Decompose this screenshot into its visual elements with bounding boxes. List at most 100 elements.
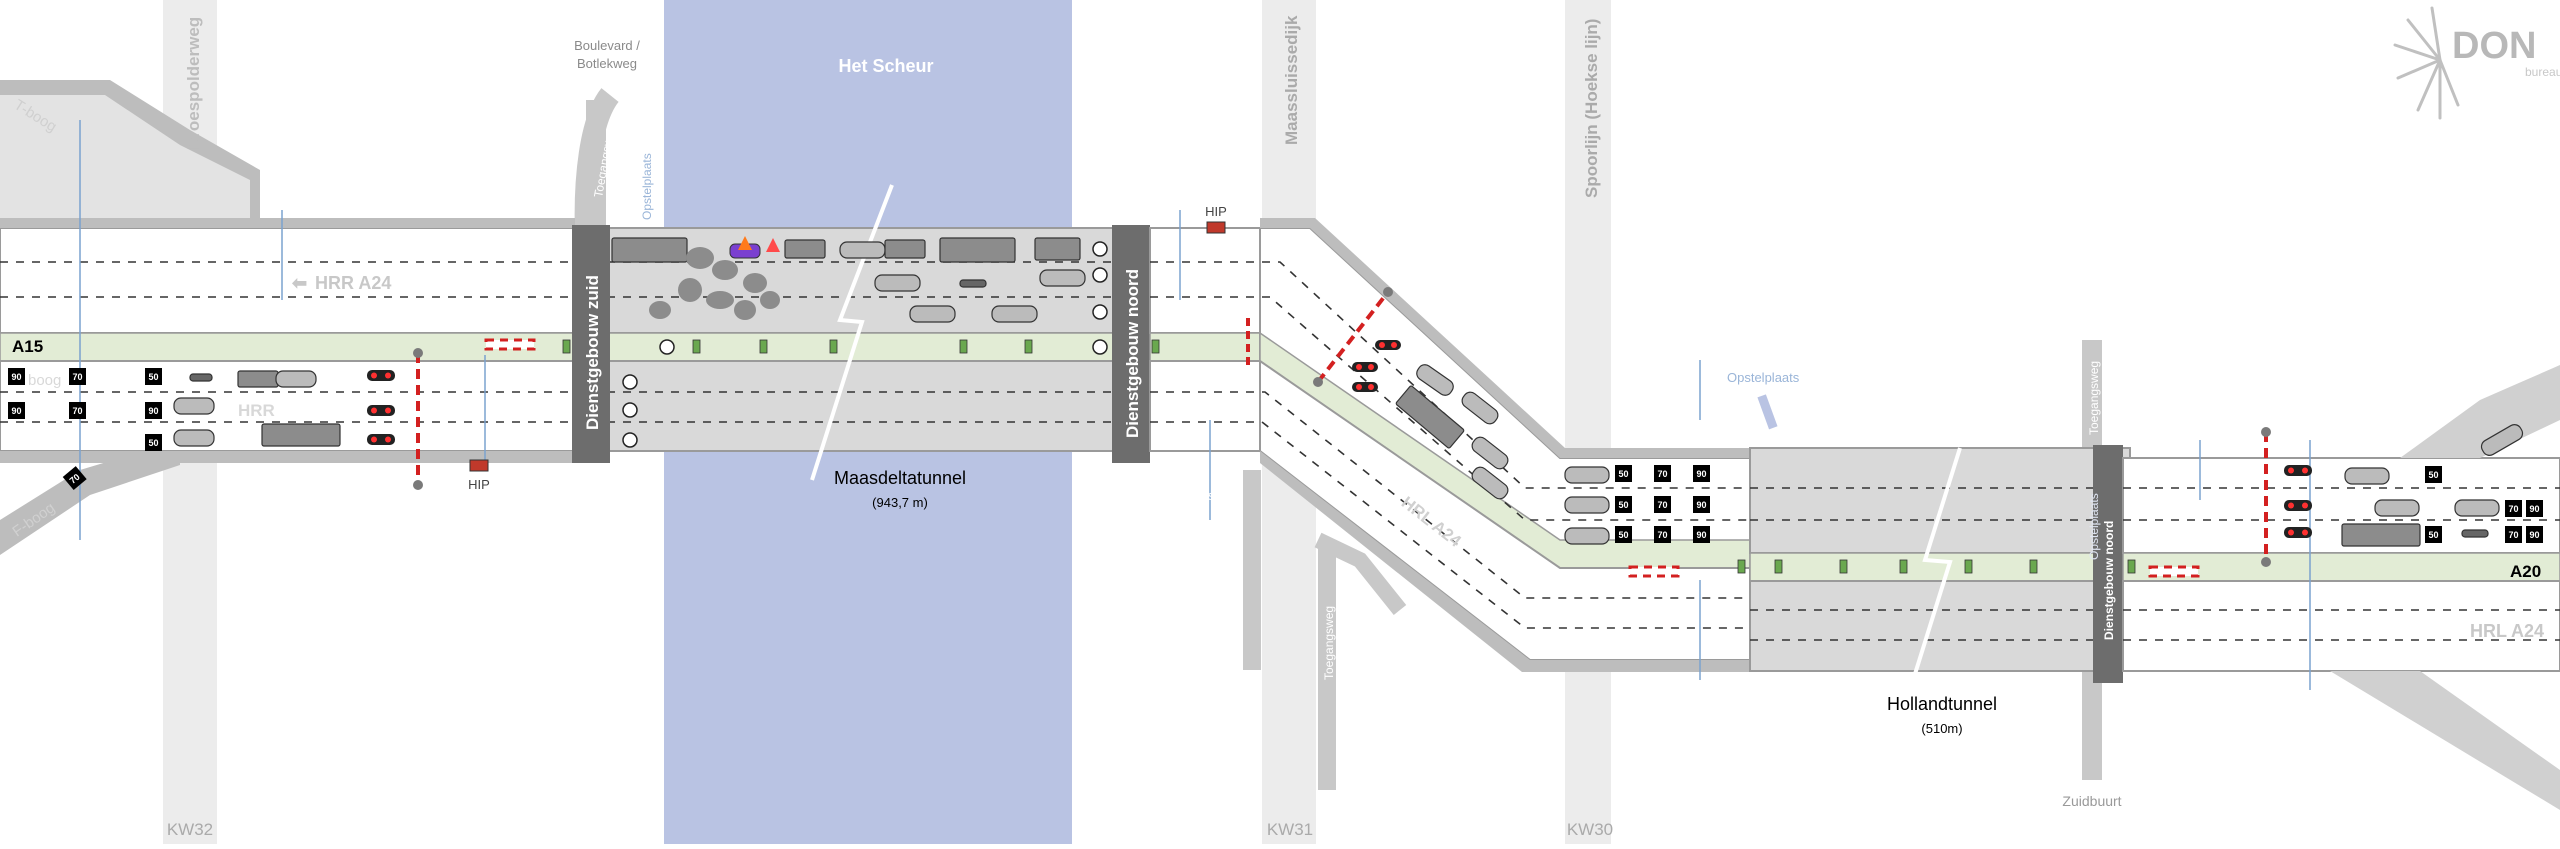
motorcycle [2461, 529, 2489, 538]
speed-sign: 70 [68, 472, 82, 486]
emergency-lane-markers [562, 339, 2136, 574]
road-label-a20: A20 [2510, 562, 2541, 581]
street-label-zuidbuurt: Zuidbuurt [2062, 793, 2121, 809]
toegangsweg-ramp [1314, 532, 1407, 615]
road-label-hrl: HRL A24 [2470, 621, 2544, 641]
holland-tunnel-middle [1749, 552, 2131, 582]
truck [884, 239, 926, 259]
u-boog-ramp [2330, 671, 2560, 810]
truck [939, 237, 1016, 263]
street-label-toegangsweg-2: Toegangsweg [1158, 488, 1238, 503]
car [173, 429, 215, 447]
truck [1395, 385, 1465, 449]
speed-sign: 50 [1618, 530, 1628, 540]
traffic-lights-west [367, 370, 395, 445]
toegangsweg-road-lower [1318, 540, 1336, 790]
car [275, 370, 317, 388]
car [173, 397, 215, 415]
speed-sign: 70 [72, 372, 82, 382]
car [1471, 466, 1509, 500]
barrier-west-horizontal [484, 338, 536, 351]
street-label-boulevard-1: Boulevard / [574, 38, 640, 53]
speed-sign: 70 [72, 406, 82, 416]
street-label-toegangsweg-4: Toegangsweg [2087, 361, 2101, 435]
speed-sign: 70 [1657, 530, 1667, 540]
truck [1034, 237, 1081, 261]
speed-sign: 50 [148, 438, 158, 448]
traffic-lights-east [2284, 465, 2312, 538]
speed-sign: 90 [148, 406, 158, 416]
barrier-diagonal-horizontal [1628, 565, 1680, 578]
vehicles-west [173, 370, 341, 447]
toegangsweg-road-right [1243, 470, 1261, 670]
street-label-droespolderweg: Droespolderweg [184, 17, 203, 150]
speed-sign: 50 [1618, 500, 1628, 510]
kilometer-marker-kw31: KW31 [1267, 820, 1313, 839]
maasdelta-tunnel-middle [574, 332, 1116, 362]
speed-sign: 90 [11, 372, 21, 382]
car [1461, 391, 1499, 425]
street-label-boulevard-2: Botlekweg [577, 56, 637, 71]
truck [2341, 523, 2421, 547]
speed-sign: 90 [11, 406, 21, 416]
lane-markings-tunnel [575, 261, 1115, 423]
tunnel-name-maasdelta: Maasdeltatunnel [834, 468, 966, 488]
speed-sign: 50 [1618, 469, 1628, 479]
speed-sign: 70 [1657, 500, 1667, 510]
speed-sign: 50 [2428, 530, 2438, 540]
road-label-hrr: HRR A24 [315, 273, 391, 293]
speed-sign: 50 [2428, 470, 2438, 480]
lane-markings-diagonal [1150, 261, 1750, 629]
speed-sign: 90 [1696, 469, 1706, 479]
street-label-opstelplaats-1: Opstelplaats [640, 153, 654, 220]
logo-subtext: bureau [2525, 65, 2560, 79]
car [1416, 364, 1454, 396]
car [1471, 436, 1509, 470]
car [1564, 496, 1610, 514]
toegangsweg-road-left [574, 88, 620, 236]
tunnel-length-holland: (510m) [1921, 721, 1962, 736]
truck [784, 239, 826, 259]
road-label-hrr-lower: HRR [238, 401, 275, 420]
truck [237, 370, 279, 388]
logo-burst-icon [2393, 6, 2460, 120]
road-shoulder-west-bottom [0, 451, 575, 463]
street-label-opstelplaats-3: Opstelplaats [2087, 493, 2101, 560]
dienstgebouw-noord-block-2 [2093, 445, 2123, 683]
speed-sign: 70 [2508, 530, 2518, 540]
holland-break-line [1908, 447, 1962, 691]
hip-marker-west [469, 459, 489, 472]
car [2344, 467, 2390, 485]
speed-sign: 90 [1696, 530, 1706, 540]
dienstgebouw-noord-block-1 [1112, 225, 1150, 463]
traffic-lights-diagonal [1352, 340, 1401, 392]
barrier-diagonal [1313, 287, 1393, 387]
barrier-west [413, 348, 423, 490]
street-label-toegangsweg-3: Toegangsweg [1322, 606, 1336, 680]
vehicles-tunnel [611, 237, 1086, 323]
car [991, 305, 1038, 323]
car [1039, 269, 1086, 287]
carriageway-east-lower-a [1149, 360, 1261, 452]
motorcycle [189, 373, 213, 382]
carriageway-west-upper [0, 227, 576, 334]
camera-markers [622, 241, 1108, 448]
carriageway-far-east-lower [2122, 580, 2560, 672]
tunnel-name-holland: Hollandtunnel [1887, 694, 1997, 714]
street-label-spoorlijn: Spoorlijn (Hoekse lijn) [1582, 19, 1601, 198]
speed-signs-right: 50 50 50 70 70 70 90 90 90 50 50 70 90 7… [1615, 465, 2543, 543]
emergency-lane-east-a [1149, 332, 1261, 362]
road-arrow-hrr: ⬅ [291, 273, 307, 293]
truck [611, 237, 688, 263]
street-label-opstelplaats-2: Opstelplaats [1727, 370, 1800, 385]
car [909, 305, 956, 323]
barrier-east [2261, 427, 2271, 567]
road-shoulder-west-top [0, 218, 575, 228]
hip-label-east: HIP [1205, 204, 1227, 219]
speed-sign: 70 [1657, 469, 1667, 479]
street-label-maassluissedijk: Maassluissedijk [1282, 15, 1301, 145]
detector-lines [79, 120, 2311, 690]
debris-cluster [649, 247, 780, 320]
dienstgebouw-zuid-block [572, 225, 610, 463]
